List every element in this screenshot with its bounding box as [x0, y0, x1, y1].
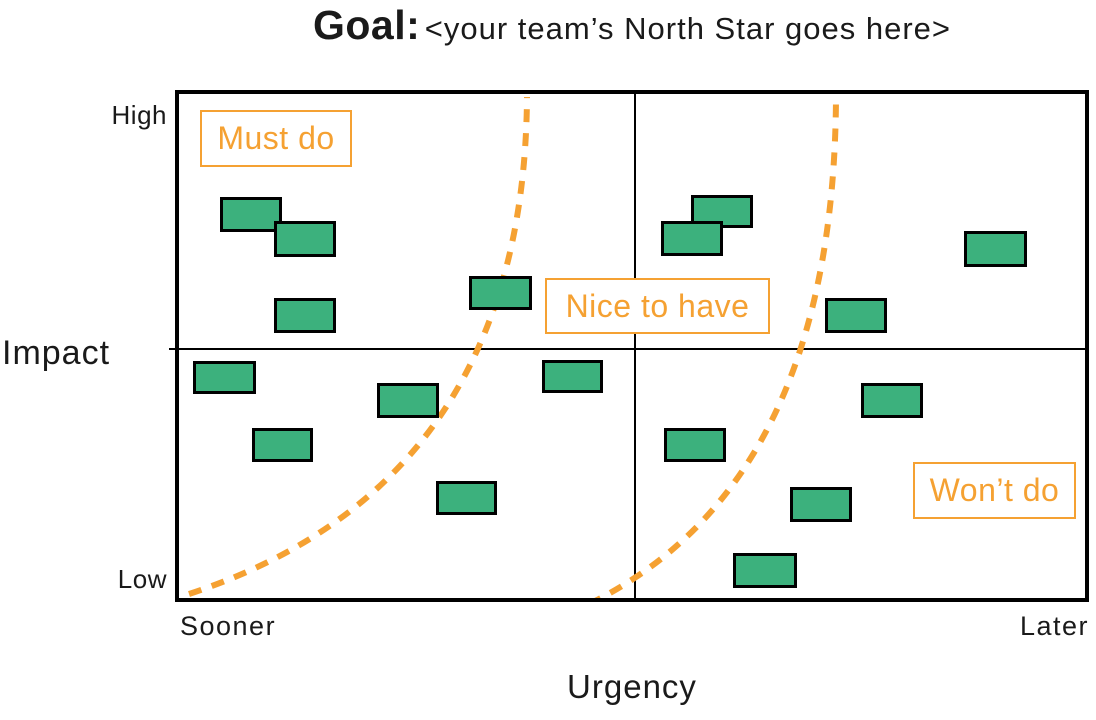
title-goal-prefix: Goal:: [313, 2, 421, 48]
sticky-note[interactable]: [469, 276, 532, 310]
zone-label-wont-do: Won’t do: [913, 462, 1076, 519]
zone-label-nice-to-have: Nice to have: [545, 278, 770, 334]
quadrant-vertical-divider: [634, 94, 636, 598]
zone-label-must-do: Must do: [200, 110, 352, 167]
x-axis-sooner-label: Sooner: [180, 611, 277, 641]
sticky-note[interactable]: [274, 298, 336, 333]
sticky-note[interactable]: [664, 428, 726, 462]
quadrant-horizontal-divider: [169, 348, 1085, 350]
sticky-note[interactable]: [861, 383, 923, 418]
sticky-note[interactable]: [436, 481, 497, 515]
sticky-note[interactable]: [733, 553, 797, 588]
sticky-note[interactable]: [964, 231, 1027, 267]
y-axis-high-label: High: [111, 100, 167, 130]
priority-curve-left: [188, 96, 530, 597]
y-axis-title: Impact: [2, 334, 111, 372]
sticky-note[interactable]: [220, 197, 282, 232]
x-axis-later-label: Later: [1019, 611, 1089, 641]
page-title: Goal: <your team’s North Star goes here>: [175, 2, 1089, 49]
priority-curves: [188, 96, 839, 598]
sticky-note[interactable]: [274, 221, 336, 257]
x-axis-title: Urgency: [567, 668, 697, 705]
sticky-note[interactable]: [825, 298, 887, 333]
sticky-note[interactable]: [193, 361, 256, 394]
y-axis-low-label: Low: [117, 564, 167, 594]
sticky-note[interactable]: [542, 360, 603, 393]
sticky-note[interactable]: [790, 487, 852, 522]
title-placeholder: <your team’s North Star goes here>: [424, 11, 951, 46]
sticky-note[interactable]: [377, 383, 439, 418]
sticky-note[interactable]: [252, 428, 313, 462]
sticky-note[interactable]: [661, 221, 723, 256]
